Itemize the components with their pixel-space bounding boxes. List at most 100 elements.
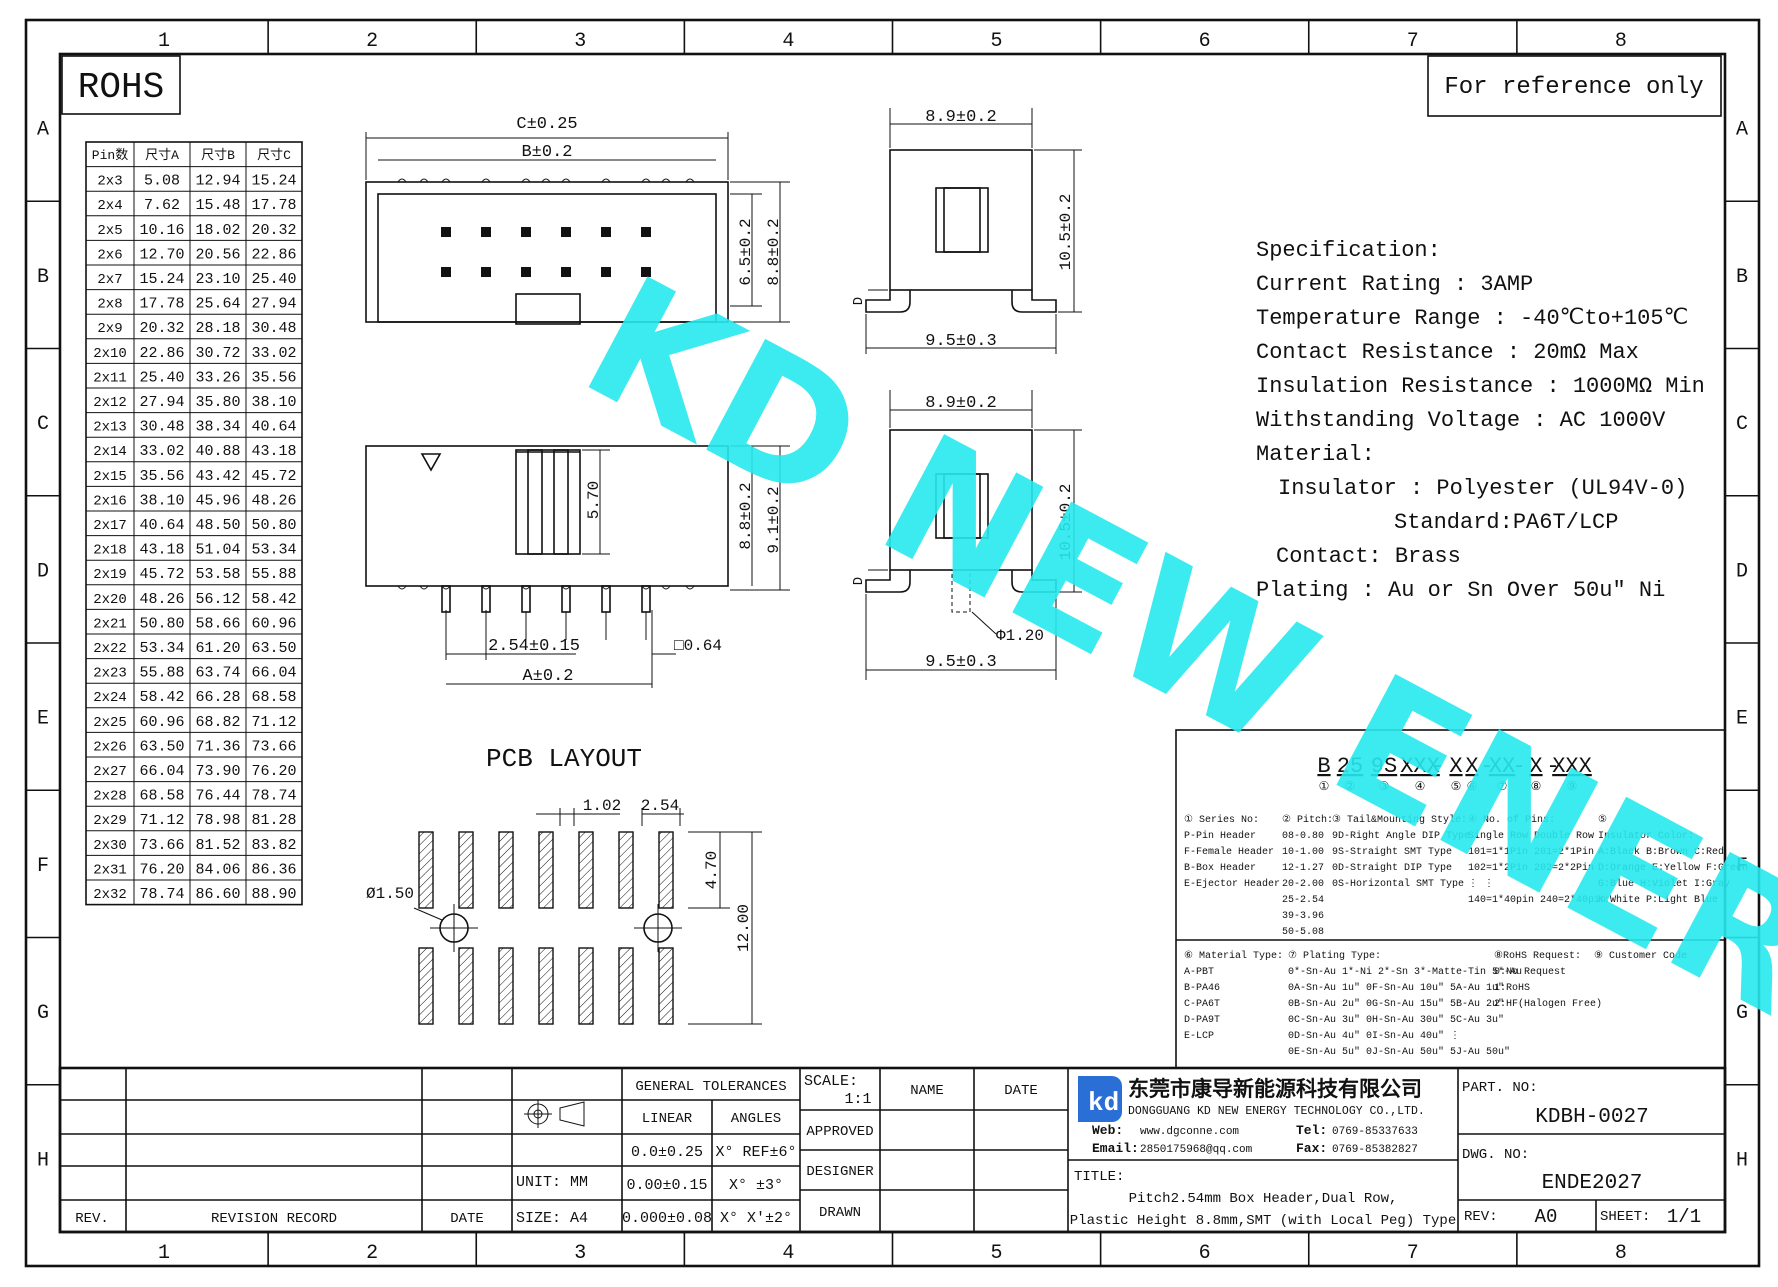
pn-index: ⑨ xyxy=(1567,780,1578,794)
pn-index: ⑧ xyxy=(1531,780,1542,794)
rohs-label: ROHS xyxy=(78,67,164,108)
pn-legend-line: ④ No. of Pins: xyxy=(1468,814,1555,826)
pn-legend-line: 25-2.54 xyxy=(1282,895,1324,906)
dim-table-cell: 2x11 xyxy=(93,370,127,386)
pn-index: ⑥ xyxy=(1467,780,1478,794)
dim-b: B±0.2 xyxy=(521,143,572,162)
dim-table-cell: 84.06 xyxy=(195,861,240,878)
pcb-pad xyxy=(658,831,674,909)
dim-table-cell: 58.42 xyxy=(139,689,184,706)
dim-table-cell: 35.56 xyxy=(251,369,296,386)
grid-col-bottom-1: 1 xyxy=(158,1242,170,1265)
front-view-top: C±0.25 B±0.2 6.5±0.2 8.8±0.2 xyxy=(365,115,790,325)
pn-legend-line: 1:RoHS xyxy=(1494,983,1530,994)
dim-table-cell: 71.12 xyxy=(251,714,296,731)
tb-title-1: Pitch2.54mm Box Header,Dual Row, xyxy=(1129,1191,1398,1207)
pn-legend-line: A-PBT xyxy=(1184,967,1214,978)
pn-legend-line: F-Female Header xyxy=(1184,846,1274,858)
tb-size: SIZE: A4 xyxy=(516,1210,588,1227)
tb-linear: LINEAR xyxy=(642,1111,693,1127)
pn-legend-line: A:Black B:Brown C:Red xyxy=(1598,846,1724,858)
dim-table-cell: 88.90 xyxy=(251,886,296,903)
tb-part-no-label: PART. NO: xyxy=(1462,1080,1538,1096)
dim-table-cell: 53.58 xyxy=(195,566,240,583)
pn-legend-line: ③ Tail&Mounting Style: xyxy=(1332,814,1467,826)
pin-dot xyxy=(561,227,571,237)
tb-ang1: X° REF±6° xyxy=(715,1144,796,1161)
dim-table-cell: 27.94 xyxy=(139,394,184,411)
pcb-dim-2-54: 2.54 xyxy=(641,797,679,815)
grid-col-top-1: 1 xyxy=(158,30,170,53)
grid-col-bottom-3: 3 xyxy=(574,1242,586,1265)
tb-title-label: TITLE: xyxy=(1074,1169,1124,1185)
pin-dot xyxy=(481,267,491,277)
dim-table-cell: 63.50 xyxy=(251,640,296,657)
dim-table-cell: 5.08 xyxy=(144,173,180,190)
dim-table-cell: 2x17 xyxy=(93,518,127,534)
pin-tip xyxy=(397,178,407,183)
grid-row-left-H: H xyxy=(37,1149,49,1172)
dim-table-cell: 40.88 xyxy=(195,443,240,460)
dim-10-5-top: 10.5±0.2 xyxy=(1057,194,1075,271)
dim-table-cell: 55.88 xyxy=(251,566,296,583)
dim-table-cell: 2x29 xyxy=(93,813,127,829)
dim-table-cell: 38.10 xyxy=(139,492,184,509)
pin-tip xyxy=(561,178,571,183)
email-value: 2850175968@qq.com xyxy=(1140,1144,1253,1156)
dim-table-cell: 78.98 xyxy=(195,812,240,829)
dim-table-cell: 78.74 xyxy=(139,886,184,903)
dim-table-cell: 15.24 xyxy=(251,173,296,190)
dim-table-cell: 2x10 xyxy=(93,346,127,362)
tb-designer: DESIGNER xyxy=(806,1164,874,1180)
tb-drawn: DRAWN xyxy=(819,1205,861,1221)
pcb-pad xyxy=(418,947,434,1025)
dim-table-cell: 58.66 xyxy=(195,615,240,632)
pn-legend-line: 20-2.00 xyxy=(1282,879,1324,890)
tb-ang2: X° ±3° xyxy=(729,1177,783,1194)
pn-legend-line: ① Series No: xyxy=(1184,814,1259,826)
pcb-pad xyxy=(498,947,514,1025)
dim-table-cell: 10.16 xyxy=(139,222,184,239)
grid-row-right-E: E xyxy=(1736,708,1748,731)
tel-label: Tel: xyxy=(1296,1123,1327,1138)
pn-legend-line: 12-1.27 xyxy=(1282,863,1324,874)
dim-table-cell: 2x24 xyxy=(93,690,127,706)
dim-table-cell: 61.20 xyxy=(195,640,240,657)
grid-row-right-A: A xyxy=(1736,119,1748,142)
pn-legend-line: C-PA6T xyxy=(1184,999,1220,1010)
pn-legend-line: 9D-Right Angle DIP Type xyxy=(1332,830,1470,842)
tb-part-no: KDBH-0027 xyxy=(1535,1106,1648,1129)
pcb-hole: Ø1.50 xyxy=(366,885,414,903)
dim-table-cell: 20.32 xyxy=(139,320,184,337)
tb-title-2: Plastic Height 8.8mm,SMT (with Local Peg… xyxy=(1070,1213,1456,1229)
title-block: REV. REVISION RECORD DATE UNIT: MM SIZE:… xyxy=(58,1066,1727,1234)
dim-table-cell: 2x22 xyxy=(93,641,127,657)
dim-table-cell: 50.80 xyxy=(139,615,184,632)
dim-table-cell: 22.86 xyxy=(251,246,296,263)
dim-table-cell: 40.64 xyxy=(139,517,184,534)
pin-tip xyxy=(441,178,451,183)
pn-legend-line: 102=1*2Pin 202=2*2Pin xyxy=(1468,862,1594,874)
dim-table-cell: 25.40 xyxy=(251,271,296,288)
dim-table-cell: 33.02 xyxy=(139,443,184,460)
front-view-bottom: 5.70 8.8±0.2 9.1±0.2 2.54±0.15 A±0.2 □0.… xyxy=(365,445,790,688)
grid-row-right-G: G xyxy=(1736,1002,1748,1025)
pn-legend-line: 0D-Straight DIP Type xyxy=(1332,862,1452,874)
tb-sheet: 1/1 xyxy=(1667,1206,1701,1228)
smt-pin xyxy=(561,585,571,613)
pn-legend-line: ⑤ xyxy=(1598,814,1607,826)
pn-segment: 9S xyxy=(1371,754,1397,779)
dim-table-cell: 66.04 xyxy=(139,763,184,780)
pn-legend-line: ② Pitch: xyxy=(1282,814,1333,826)
spec-line: Insulation Resistance : 1000MΩ Min xyxy=(1256,374,1705,399)
web-label: Web: xyxy=(1092,1123,1123,1138)
dim-table-cell: 56.12 xyxy=(195,591,240,608)
pn-segment: X xyxy=(1449,754,1462,779)
spec-line: Withstanding Voltage : AC 1000V xyxy=(1256,408,1666,433)
grid-col-top-6: 6 xyxy=(1199,30,1211,53)
pn-segment: X xyxy=(1465,754,1478,779)
pn-index: ⑤ xyxy=(1451,780,1462,794)
dim-table-cell: 45.72 xyxy=(251,468,296,485)
